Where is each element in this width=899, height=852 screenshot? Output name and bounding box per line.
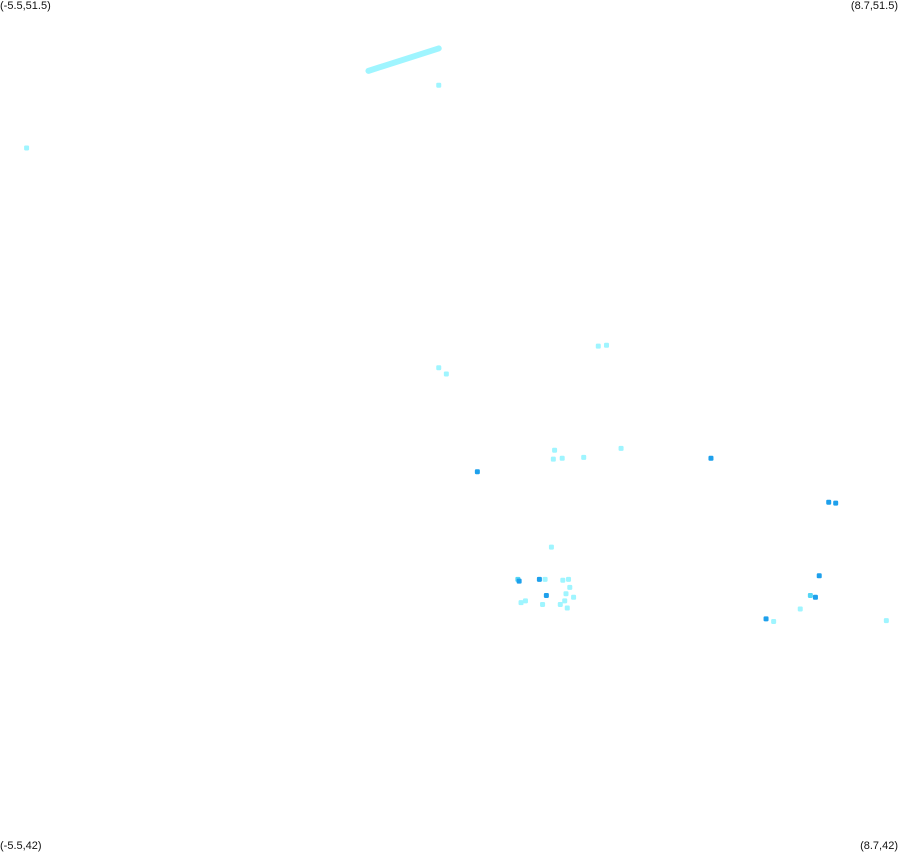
map-point <box>833 500 839 506</box>
map-streak <box>365 45 442 74</box>
map-point <box>559 455 565 461</box>
map-point <box>797 606 803 612</box>
map-point <box>518 600 524 606</box>
map-point <box>566 576 572 582</box>
map-point <box>581 454 587 460</box>
map-point <box>567 584 573 590</box>
map-point <box>543 593 549 599</box>
map-point <box>571 594 577 600</box>
corner-label-top-left: (-5.5,51.5) <box>0 0 51 12</box>
map-point <box>562 598 568 604</box>
map-point <box>516 578 522 584</box>
map-point <box>474 469 480 475</box>
map-point <box>436 82 442 88</box>
map-point <box>443 371 449 377</box>
map-point <box>550 456 556 462</box>
map-point <box>763 616 769 622</box>
map-point <box>771 619 777 625</box>
corner-label-bottom-right: (8.7,42) <box>860 840 898 852</box>
map-point <box>564 605 570 611</box>
map-point <box>542 576 548 582</box>
map-point <box>816 573 822 579</box>
corner-label-bottom-left: (-5.5,42) <box>0 840 42 852</box>
map-point <box>436 365 442 371</box>
map-point <box>708 455 714 461</box>
map-point <box>812 594 818 600</box>
map-point <box>826 499 832 505</box>
map-point <box>557 601 563 607</box>
map-point <box>552 447 558 453</box>
map-point <box>536 576 542 582</box>
map-point <box>560 577 566 583</box>
map-point <box>604 342 610 348</box>
corner-label-top-right: (8.7,51.5) <box>850 0 898 12</box>
map-point <box>807 593 813 599</box>
map-point <box>24 145 30 151</box>
feature-layer <box>24 45 889 625</box>
map-point <box>522 598 528 604</box>
map-point <box>540 601 546 607</box>
map-point <box>563 591 569 597</box>
map-point <box>548 544 554 550</box>
map-point <box>595 343 601 349</box>
map-point <box>883 618 889 624</box>
map-point <box>618 445 624 451</box>
